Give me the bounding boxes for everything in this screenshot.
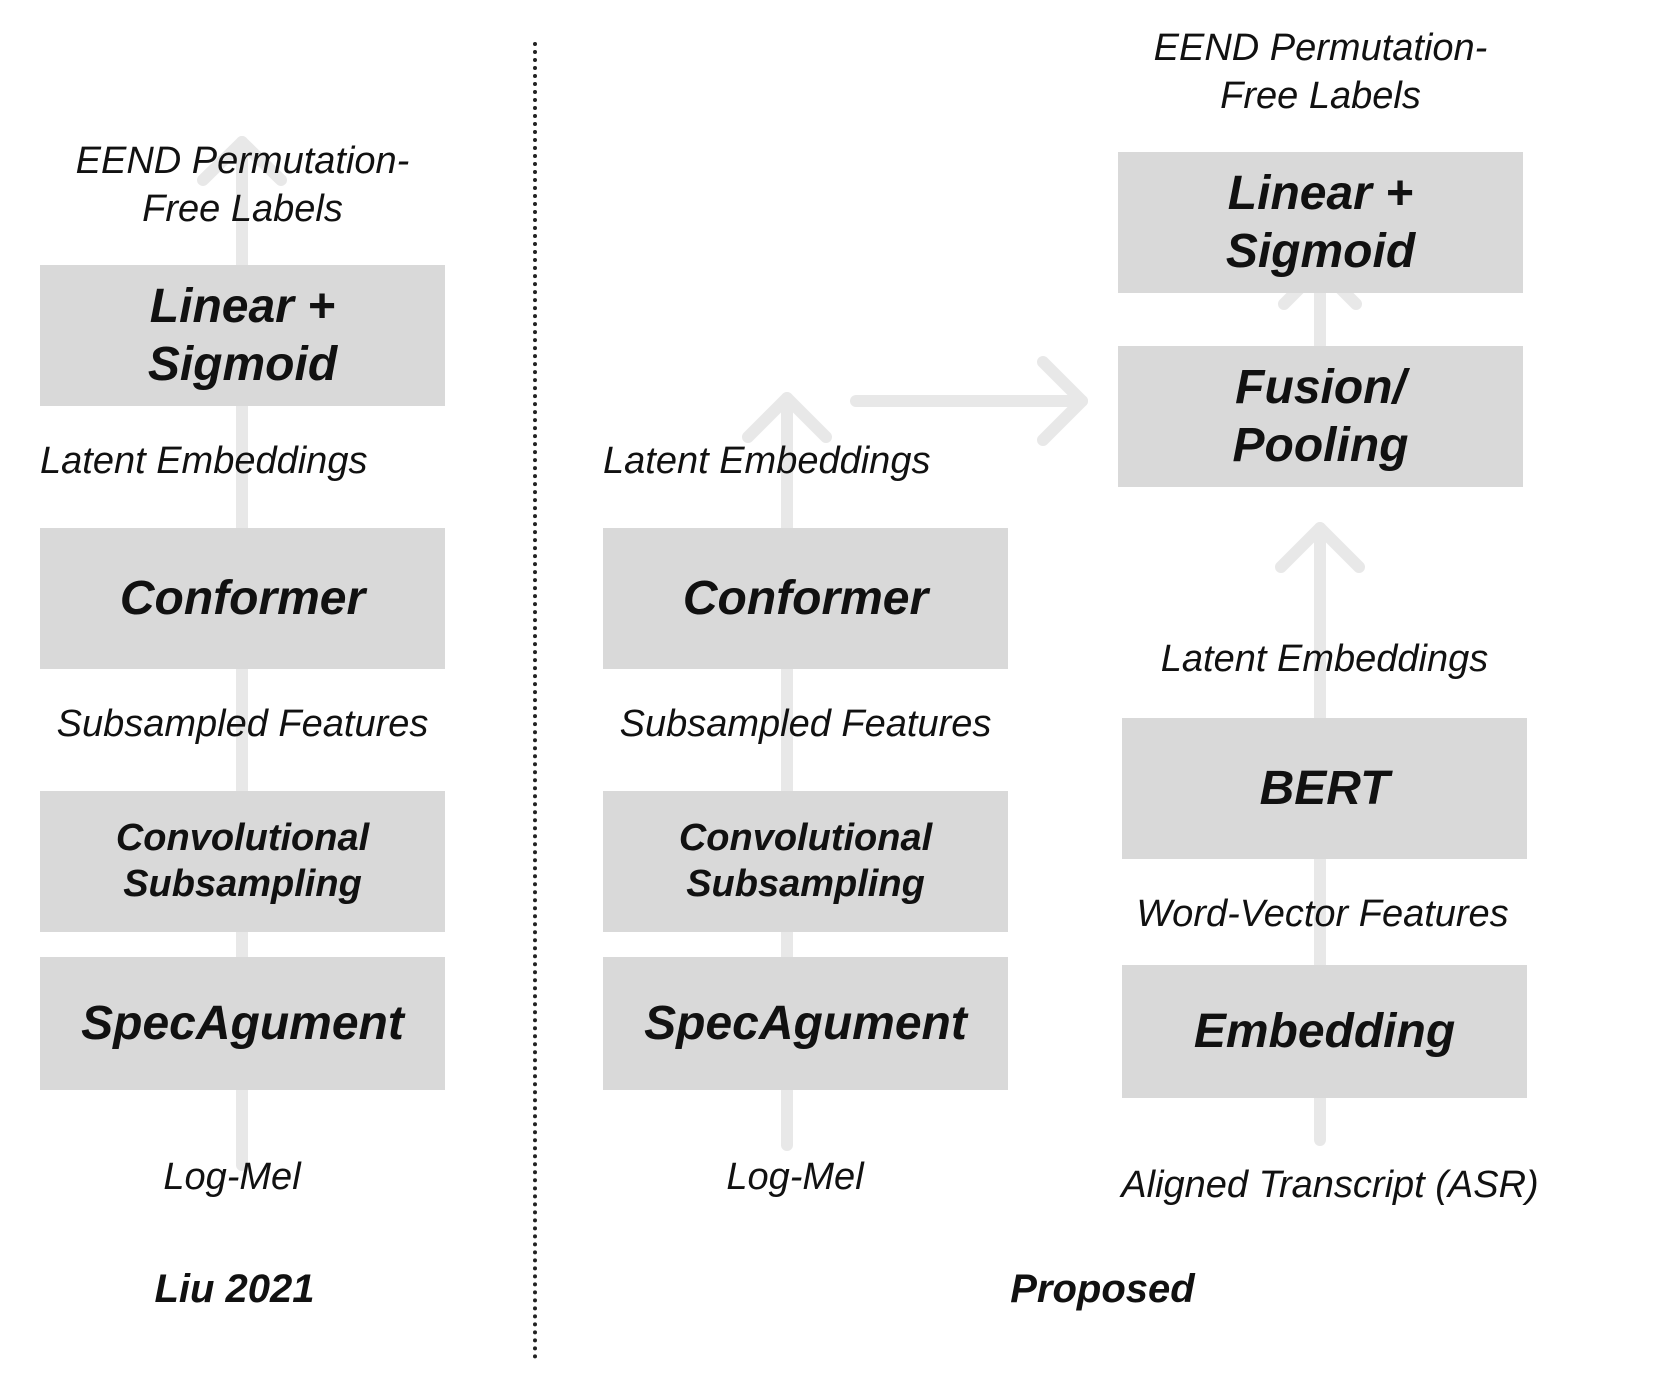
left-caption: Liu 2021 [154,1267,315,1311]
left-conformer-box: Conformer [40,528,445,669]
middle-flow-arrow-head [742,392,832,443]
aligned-transcript-label: Aligned Transcript (ASR) [1121,1164,1539,1206]
fusion-pooling-box: Fusion/ Pooling [1118,346,1523,487]
left-conv-subsampling-box: Convolutional Subsampling [40,791,445,932]
right-latent-embeddings-label: Latent Embeddings [1160,638,1489,680]
word-vector-features-label: Word-Vector Features [1136,893,1509,935]
middle-conformer-box: Conformer [603,528,1008,669]
middle-subsampled-features-label: Subsampled Features [619,703,992,745]
middle-to-fusion-arrow-head [1037,356,1088,446]
embedding-box: Embedding [1122,965,1527,1098]
middle-latent-embeddings-label: Latent Embeddings [603,440,931,482]
right-caption: Proposed [1010,1267,1195,1311]
bert-box: BERT [1122,718,1527,859]
left-latent-embeddings-label: Latent Embeddings [40,440,368,482]
column-divider [533,42,537,1360]
right-linear-sigmoid-box: Linear + Sigmoid [1118,152,1523,293]
middle-conv-subsampling-box: Convolutional Subsampling [603,791,1008,932]
left-output-label: EEND Permutation- Free Labels [75,140,410,230]
middle-specaugment-box: SpecAgument [603,957,1008,1090]
left-flow-arrow-head [197,136,287,186]
right-flow-arrow-head [1275,522,1365,573]
left-subsampled-features-label: Subsampled Features [56,703,429,745]
right-output-label: EEND Permutation- Free Labels [1153,27,1488,117]
left-log-mel-label: Log-Mel [163,1156,301,1198]
left-linear-sigmoid-box: Linear + Sigmoid [40,265,445,406]
left-specaugment-box: SpecAgument [40,957,445,1090]
middle-log-mel-label: Log-Mel [726,1156,864,1198]
